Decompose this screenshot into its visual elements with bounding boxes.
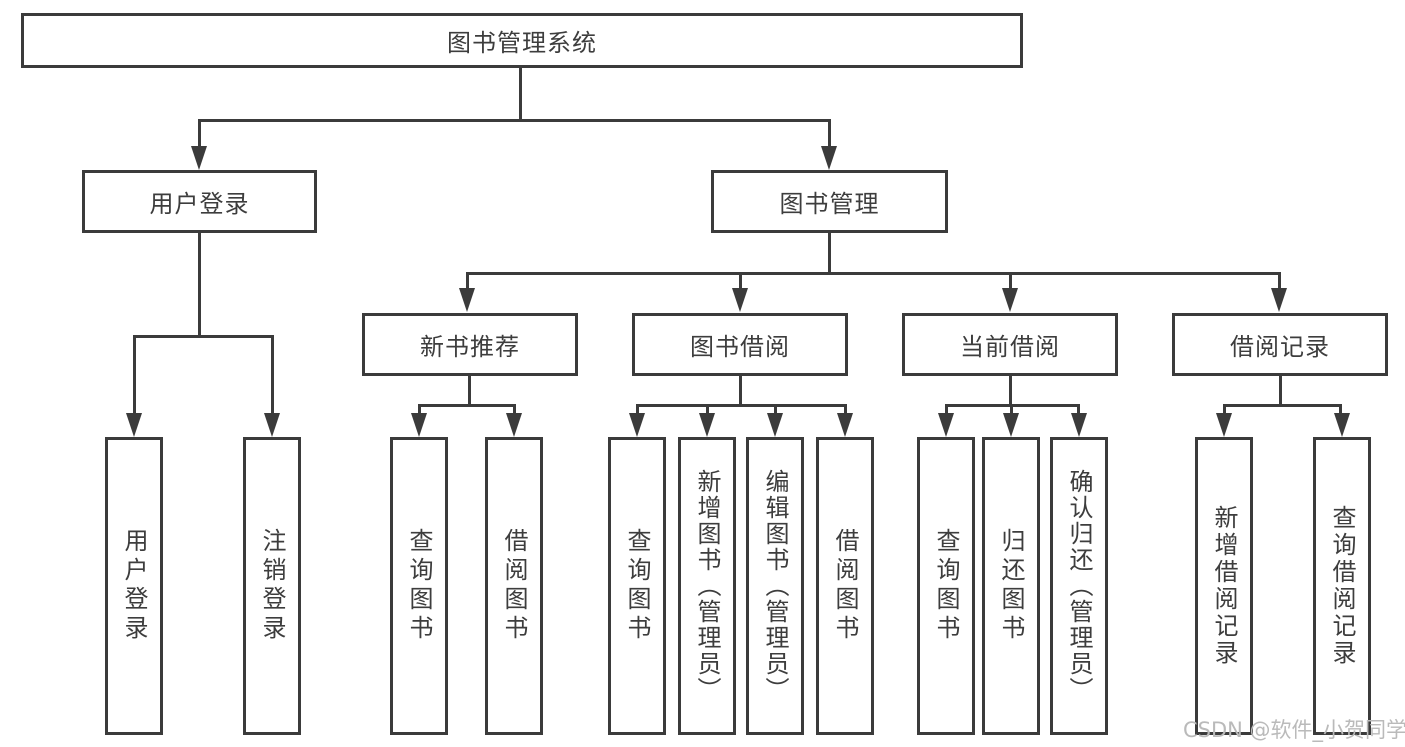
root-node: 图书管理系统	[21, 13, 1023, 68]
connector-stem	[844, 404, 847, 418]
connector-stem	[1010, 404, 1013, 418]
arrow-down-icon	[411, 413, 427, 437]
connector-stem	[1009, 272, 1012, 292]
arrow-down-icon	[1216, 413, 1232, 437]
leaf-borrow-book-borrow: 借阅图书	[816, 437, 874, 735]
connector-stem	[198, 119, 201, 149]
connector-stem	[468, 376, 471, 405]
connector-bus	[1223, 404, 1342, 407]
leaf-add-book-admin: 新增图书（管理员）	[678, 437, 736, 735]
leaf-query-book-borrow: 查询图书	[608, 437, 666, 735]
connector-stem	[418, 404, 421, 418]
arrow-down-icon	[732, 288, 748, 312]
connector-stem	[1009, 376, 1012, 405]
connector-stem	[1339, 404, 1342, 418]
connector-stem	[739, 376, 742, 405]
arrow-down-icon	[837, 413, 853, 437]
csdn-watermark: CSDN @软件_小贺同学	[1183, 718, 1405, 742]
arrow-down-icon	[1271, 288, 1287, 312]
arrow-down-icon	[459, 288, 475, 312]
arrow-down-icon	[699, 413, 715, 437]
arrow-down-icon	[1334, 413, 1350, 437]
connector-stem	[945, 404, 948, 418]
connector-bus	[636, 404, 846, 407]
leaf-return-book: 归还图书	[982, 437, 1040, 735]
node-current-borrow: 当前借阅	[902, 313, 1118, 376]
arrow-down-icon	[264, 413, 280, 437]
connector-root-stem	[519, 68, 522, 120]
leaf-add-borrow-record: 新增借阅记录	[1195, 437, 1253, 735]
connector-stem	[1223, 404, 1226, 418]
connector-stem	[706, 404, 709, 418]
node-borrow-record: 借阅记录	[1172, 313, 1388, 376]
arrow-down-icon	[821, 146, 837, 170]
arrow-down-icon	[1003, 413, 1019, 437]
arrow-down-icon	[767, 413, 783, 437]
connector-stem	[466, 272, 469, 292]
arrow-down-icon	[1002, 288, 1018, 312]
connector-stem	[198, 233, 201, 336]
leaf-edit-book-admin: 编辑图书（管理员）	[746, 437, 804, 735]
arrow-down-icon	[629, 413, 645, 437]
connector-stem	[828, 233, 831, 273]
arrow-down-icon	[191, 146, 207, 170]
arrow-down-icon	[126, 413, 142, 437]
node-new-book-recommend: 新书推荐	[362, 313, 578, 376]
connector-stem	[774, 404, 777, 418]
arrow-down-icon	[938, 413, 954, 437]
connector-bus	[418, 404, 515, 407]
connector-stem	[271, 335, 274, 417]
connector-level2-bus	[466, 272, 1280, 275]
connector-level1-bus	[198, 119, 830, 122]
connector-bus	[133, 335, 274, 338]
node-user-login: 用户登录	[82, 170, 317, 233]
connector-stem	[133, 335, 136, 417]
connector-stem	[1279, 376, 1282, 405]
connector-stem	[828, 119, 831, 149]
leaf-user-login: 用户登录	[105, 437, 163, 735]
connector-stem	[636, 404, 639, 418]
leaf-logout: 注销登录	[243, 437, 301, 735]
connector-stem	[739, 272, 742, 292]
leaf-query-book-recommend: 查询图书	[390, 437, 448, 735]
connector-stem	[513, 404, 516, 418]
leaf-query-borrow-record: 查询借阅记录	[1313, 437, 1371, 735]
arrow-down-icon	[1071, 413, 1087, 437]
leaf-confirm-return-admin: 确认归还（管理员）	[1050, 437, 1108, 735]
node-book-borrow: 图书借阅	[632, 313, 848, 376]
node-book-management: 图书管理	[711, 170, 948, 233]
arrow-down-icon	[506, 413, 522, 437]
connector-stem	[1077, 404, 1080, 418]
leaf-borrow-book-recommend: 借阅图书	[485, 437, 543, 735]
connector-stem	[1278, 272, 1281, 292]
leaf-query-book-current: 查询图书	[917, 437, 975, 735]
